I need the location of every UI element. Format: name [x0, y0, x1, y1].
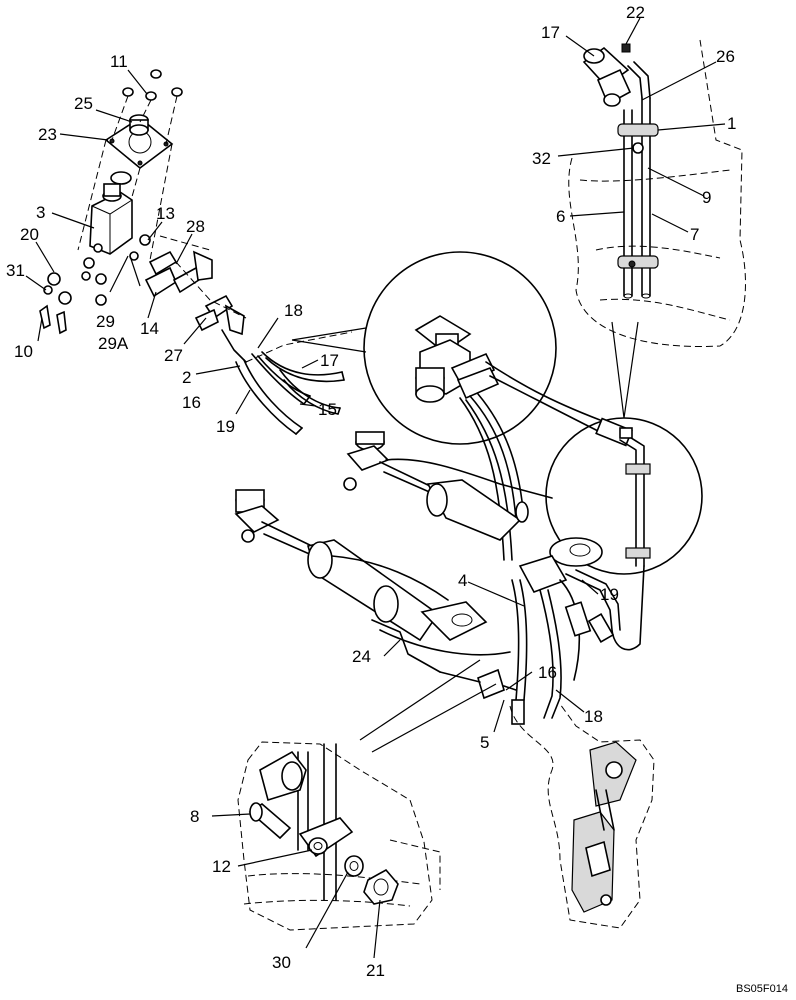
- bolt: [39, 304, 51, 330]
- nut: [145, 91, 157, 101]
- pipe-clamp: [617, 123, 659, 137]
- cylinder-end: [549, 537, 603, 567]
- nut: [47, 272, 61, 286]
- callout-27: 27: [164, 346, 183, 365]
- callout-3: 3: [36, 203, 45, 222]
- collar: [110, 171, 132, 185]
- callout-4: 4: [458, 571, 467, 590]
- nut: [363, 868, 399, 905]
- callout-11: 11: [110, 52, 128, 71]
- callout-22: 22: [626, 3, 645, 22]
- callout-25: 25: [74, 94, 93, 113]
- callout-20: 20: [20, 225, 39, 244]
- column-pipe-assembly: [568, 39, 746, 347]
- cylinder-end: [420, 601, 488, 641]
- callout-18-top: 18: [284, 301, 303, 320]
- hose-end: [193, 250, 213, 281]
- callout-28: 28: [186, 217, 205, 236]
- callout-17-right: 17: [541, 23, 560, 42]
- callout-19-top: 19: [216, 417, 235, 436]
- callout-13: 13: [156, 204, 175, 223]
- bracket-detail: [237, 659, 497, 931]
- elbow-fitting: [144, 266, 178, 298]
- fitting: [139, 234, 151, 246]
- callout-17-top: 17: [320, 351, 339, 370]
- callout-8: 8: [190, 807, 199, 826]
- callout-31: 31: [6, 261, 25, 280]
- callout-29a: 29A: [98, 334, 129, 353]
- callout-21: 21: [366, 961, 385, 980]
- callout-labels: 11 25 23 3 20 31 10 13 28 29 29A 14 27 1…: [6, 3, 788, 995]
- nut: [122, 87, 134, 97]
- callout-26: 26: [716, 47, 735, 66]
- callout-23: 23: [38, 125, 57, 144]
- callout-9: 9: [702, 188, 711, 207]
- plug: [621, 43, 631, 53]
- callout-30: 30: [272, 953, 291, 972]
- figure-code: BS05F014: [736, 983, 788, 995]
- callout-19-right: 19: [600, 585, 619, 604]
- leader-lines: [25, 17, 726, 959]
- detail-circle-pipes: [545, 321, 703, 575]
- nut: [171, 87, 183, 97]
- callout-6: 6: [556, 207, 565, 226]
- callout-7: 7: [690, 225, 699, 244]
- detail-circle: [363, 251, 557, 445]
- callout-14: 14: [140, 319, 159, 338]
- manifold-block: [518, 555, 568, 593]
- steering-cylinders: [234, 431, 603, 673]
- hose-fitting: [477, 668, 505, 700]
- callout-32: 32: [532, 149, 551, 168]
- detail-circle-valve: [291, 251, 557, 445]
- callout-16-right: 16: [538, 663, 557, 682]
- callout-16-top: 16: [182, 393, 201, 412]
- washer: [43, 285, 53, 295]
- callout-5: 5: [480, 733, 489, 752]
- exploded-valve-group: [39, 69, 247, 363]
- pipe-clamp: [617, 255, 659, 269]
- callout-12: 12: [212, 857, 231, 876]
- callout-24: 24: [352, 647, 371, 666]
- fitting: [83, 257, 95, 269]
- callout-15: 15: [318, 400, 337, 419]
- callout-18-right: 18: [584, 707, 603, 726]
- callout-29: 29: [96, 312, 115, 331]
- lower-right-valve: [509, 703, 655, 929]
- hose-bundle: [235, 331, 353, 435]
- washer: [344, 855, 364, 877]
- callout-1: 1: [727, 114, 736, 133]
- callout-2: 2: [182, 368, 191, 387]
- bolt: [632, 142, 644, 154]
- nut: [150, 69, 162, 79]
- callout-10: 10: [14, 342, 33, 361]
